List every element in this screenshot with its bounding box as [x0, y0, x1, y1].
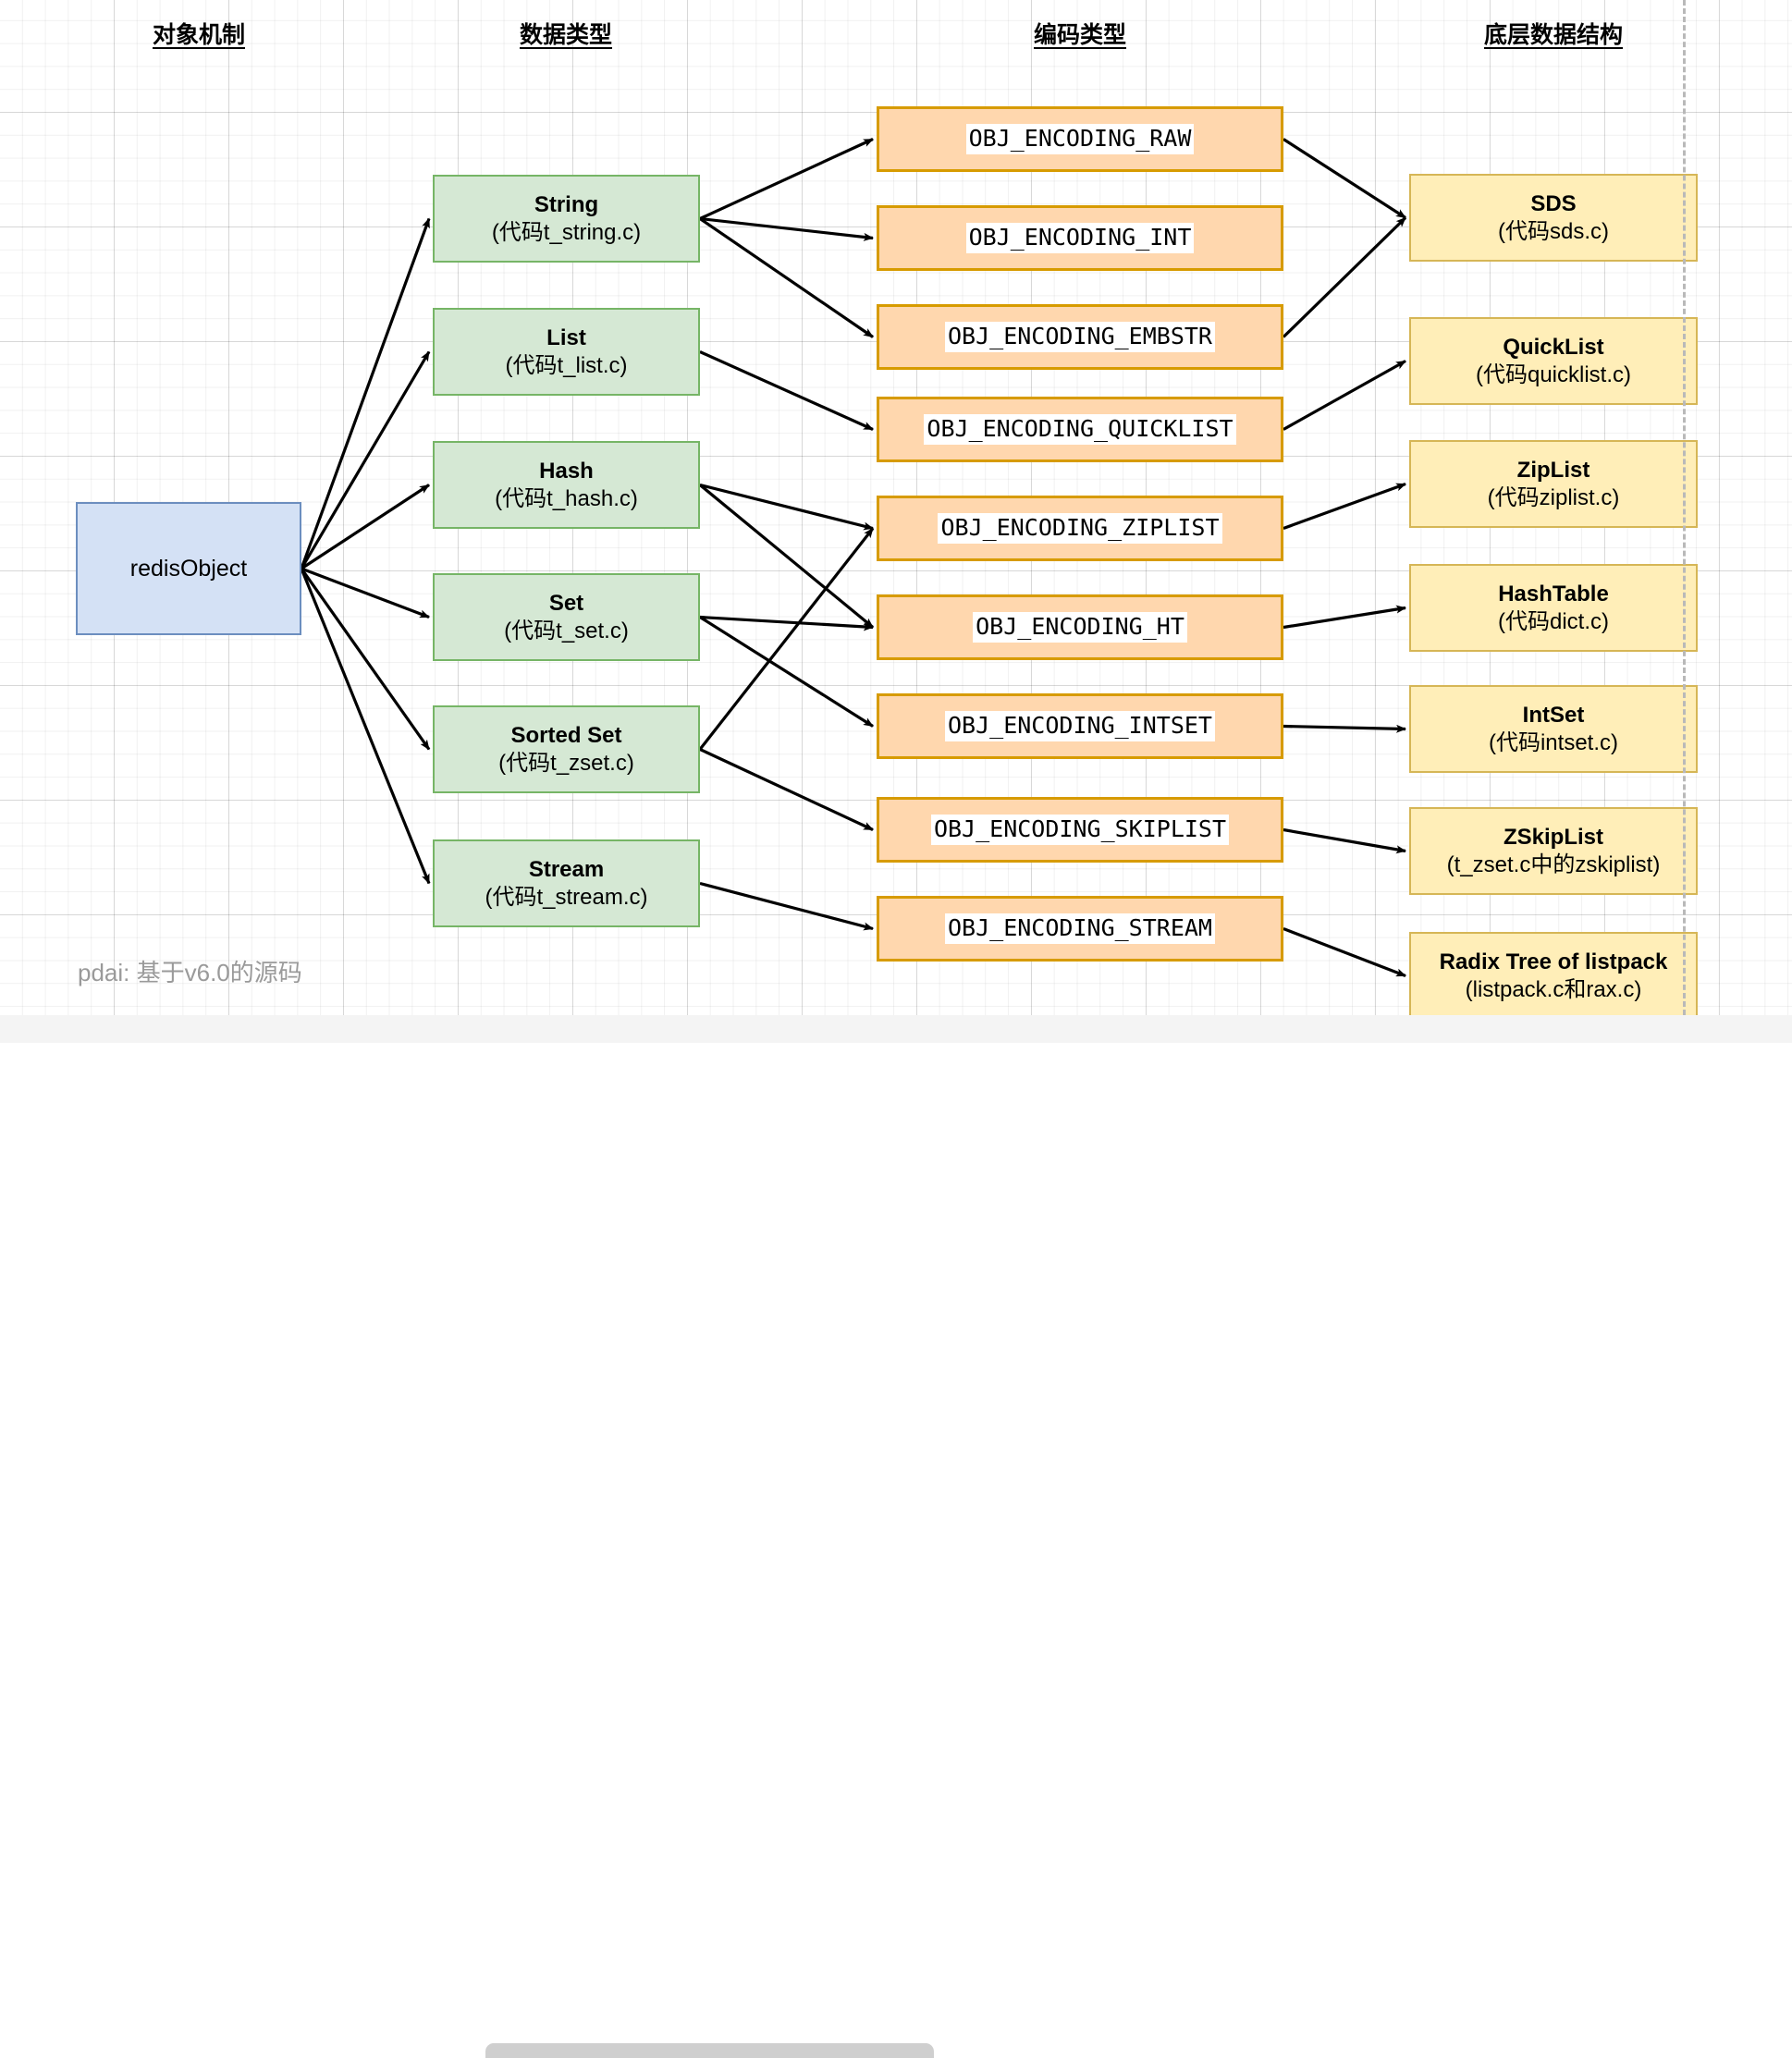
- node-subtitle: (代码intset.c): [1488, 729, 1618, 755]
- type-node-string[interactable]: String(代码t_string.c): [433, 175, 700, 263]
- encoding-node-enc_int[interactable]: OBJ_ENCODING_INT: [877, 205, 1283, 271]
- node-title: IntSet: [1522, 703, 1585, 729]
- encoding-node-enc_ziplist[interactable]: OBJ_ENCODING_ZIPLIST: [877, 496, 1283, 561]
- edge-list-to-enc_quicklist: [699, 350, 874, 431]
- node-subtitle: (listpack.c和rax.c): [1465, 976, 1642, 1002]
- encoding-node-enc_stream[interactable]: OBJ_ENCODING_STREAM: [877, 896, 1283, 962]
- node-subtitle: (代码sds.c): [1498, 218, 1609, 244]
- edge-enc_stream-to-radixtree: [1283, 927, 1406, 977]
- edge-zset-to-enc_skiplist: [699, 748, 874, 831]
- object-node-redisObject[interactable]: redisObject: [76, 502, 301, 635]
- type-node-hash[interactable]: Hash(代码t_hash.c): [433, 441, 700, 529]
- encoding-node-enc_embstr[interactable]: OBJ_ENCODING_EMBSTR: [877, 304, 1283, 370]
- edge-enc_ht-to-hashtable: [1283, 605, 1406, 630]
- structure-node-ziplist[interactable]: ZipList(代码ziplist.c): [1409, 440, 1698, 528]
- node-title: ZipList: [1516, 458, 1590, 484]
- structure-node-hashtable[interactable]: HashTable(代码dict.c): [1409, 564, 1698, 652]
- node-subtitle: (t_zset.c中的zskiplist): [1446, 851, 1661, 877]
- edge-redisObject-to-stream: [300, 568, 431, 885]
- node-title: QuickList: [1503, 335, 1604, 361]
- encoding-label: OBJ_ENCODING_RAW: [965, 124, 1195, 154]
- node-title: List: [546, 325, 586, 351]
- edge-string-to-enc_embstr: [699, 217, 874, 338]
- edge-hash-to-enc_ziplist: [699, 483, 874, 531]
- edge-enc_quicklist-to-quicklist: [1283, 360, 1406, 431]
- column-header-2: 数据类型: [519, 22, 613, 48]
- edge-hash-to-enc_ht: [698, 484, 875, 629]
- type-node-list[interactable]: List(代码t_list.c): [433, 308, 700, 396]
- node-subtitle: (代码t_zset.c): [498, 750, 634, 776]
- node-title: Sorted Set: [510, 723, 622, 749]
- node-title: Set: [548, 591, 584, 617]
- encoding-node-enc_skiplist[interactable]: OBJ_ENCODING_SKIPLIST: [877, 797, 1283, 863]
- edge-enc_embstr-to-sds: [1282, 216, 1407, 338]
- encoding-label: OBJ_ENCODING_ZIPLIST: [938, 513, 1222, 544]
- encoding-node-enc_ht[interactable]: OBJ_ENCODING_HT: [877, 594, 1283, 660]
- edge-redisObject-to-zset: [300, 568, 431, 751]
- encoding-label: OBJ_ENCODING_QUICKLIST: [924, 414, 1236, 445]
- structure-node-intset[interactable]: IntSet(代码intset.c): [1409, 685, 1698, 773]
- edge-enc_intset-to-intset: [1283, 724, 1406, 733]
- encoding-label: OBJ_ENCODING_SKIPLIST: [930, 815, 1230, 845]
- structure-node-zskiplist[interactable]: ZSkipList(t_zset.c中的zskiplist): [1409, 807, 1698, 895]
- node-subtitle: (代码quicklist.c): [1475, 361, 1631, 387]
- node-subtitle: (代码dict.c): [1498, 608, 1609, 634]
- node-subtitle: (代码t_list.c): [505, 352, 628, 378]
- encoding-label: OBJ_ENCODING_HT: [973, 612, 1187, 643]
- type-node-stream[interactable]: Stream(代码t_stream.c): [433, 839, 700, 927]
- encoding-node-enc_intset[interactable]: OBJ_ENCODING_INTSET: [877, 693, 1283, 759]
- horizontal-scrollbar-track[interactable]: [0, 1015, 1792, 2058]
- structure-node-sds[interactable]: SDS(代码sds.c): [1409, 174, 1698, 262]
- encoding-node-enc_quicklist[interactable]: OBJ_ENCODING_QUICKLIST: [877, 397, 1283, 462]
- edge-set-to-enc_ht: [699, 615, 874, 631]
- edge-redisObject-to-set: [301, 567, 430, 619]
- edge-redisObject-to-list: [300, 350, 431, 570]
- node-subtitle: (代码t_set.c): [504, 618, 629, 643]
- encoding-label: OBJ_ENCODING_EMBSTR: [945, 322, 1215, 352]
- edge-redisObject-to-string: [300, 217, 431, 570]
- edge-string-to-enc_int: [699, 216, 874, 241]
- edge-redisObject-to-hash: [301, 484, 430, 570]
- node-title: HashTable: [1498, 582, 1609, 607]
- node-subtitle: (代码t_hash.c): [495, 485, 638, 511]
- structure-node-quicklist[interactable]: QuickList(代码quicklist.c): [1409, 317, 1698, 405]
- edge-enc_ziplist-to-ziplist: [1283, 482, 1406, 531]
- edge-enc_raw-to-sds: [1283, 138, 1406, 219]
- encoding-label: OBJ_ENCODING_INTSET: [945, 711, 1215, 741]
- node-title: Hash: [539, 459, 594, 484]
- edge-string-to-enc_raw: [699, 138, 874, 220]
- encoding-label: OBJ_ENCODING_INT: [965, 223, 1195, 253]
- edge-zset-to-enc_ziplist: [698, 527, 875, 751]
- node-title: String: [534, 192, 599, 218]
- node-title: redisObject: [129, 555, 248, 582]
- guide-dashed-line: [1683, 0, 1686, 1015]
- edge-enc_skiplist-to-zskiplist: [1283, 827, 1406, 854]
- node-title: Radix Tree of listpack: [1439, 949, 1668, 975]
- encoding-node-enc_raw[interactable]: OBJ_ENCODING_RAW: [877, 106, 1283, 172]
- node-subtitle: (代码t_string.c): [491, 219, 642, 245]
- structure-node-radixtree[interactable]: Radix Tree of listpack(listpack.c和rax.c): [1409, 932, 1698, 1015]
- node-subtitle: (代码ziplist.c): [1487, 484, 1620, 510]
- horizontal-scrollbar-thumb[interactable]: [485, 2043, 934, 2058]
- edge-stream-to-enc_stream: [699, 881, 874, 931]
- column-header-4: 底层数据结构: [1483, 22, 1624, 48]
- node-title: ZSkipList: [1503, 825, 1603, 851]
- column-header-1: 对象机制: [152, 22, 246, 48]
- node-subtitle: (代码t_stream.c): [485, 884, 648, 910]
- type-node-zset[interactable]: Sorted Set(代码t_zset.c): [433, 705, 700, 793]
- node-title: Stream: [528, 857, 605, 883]
- watermark-text: pdai: 基于v6.0的源码: [78, 959, 302, 986]
- node-title: SDS: [1530, 191, 1577, 217]
- edge-set-to-enc_intset: [699, 616, 874, 728]
- column-header-3: 编码类型: [1033, 22, 1127, 48]
- type-node-set[interactable]: Set(代码t_set.c): [433, 573, 700, 661]
- encoding-label: OBJ_ENCODING_STREAM: [945, 913, 1215, 944]
